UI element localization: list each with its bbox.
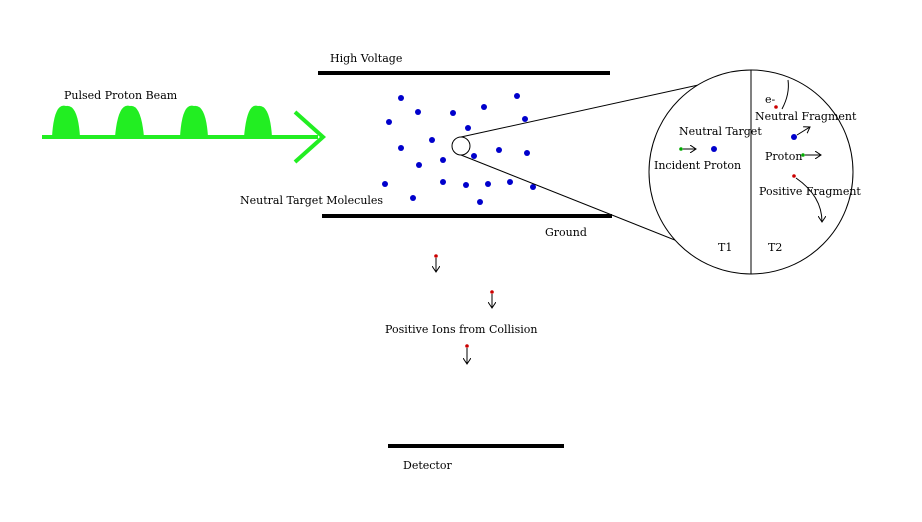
neutral-fragment-dot (791, 134, 797, 140)
inset-neutral-target-label: Neutral Target (679, 125, 762, 138)
molecule (524, 150, 530, 156)
high-voltage-label: High Voltage (330, 52, 402, 65)
inset-neutral-fragment-label: Neutral Fragment (755, 110, 857, 123)
molecule (398, 145, 404, 151)
inset-neutral-target-molecule (711, 146, 717, 152)
electron-path (781, 79, 789, 110)
molecule (450, 110, 456, 116)
molecule (398, 95, 404, 101)
neutral-target-molecules-label: Neutral Target Molecules (240, 194, 383, 207)
molecule (440, 179, 446, 185)
beam-pulse-4 (244, 105, 272, 137)
ion-dot-2 (490, 290, 494, 294)
molecule (507, 179, 513, 185)
molecule (382, 181, 388, 187)
beam-pulse-2 (115, 105, 144, 137)
proton-beam (42, 105, 327, 164)
molecule (471, 153, 477, 159)
molecule (386, 119, 392, 125)
positive-fragment-dot (792, 174, 796, 178)
t1-label: T1 (718, 241, 732, 254)
positive-fragment-path (795, 177, 822, 222)
molecule (415, 109, 421, 115)
beam-pulse-1 (52, 105, 80, 137)
molecule (496, 147, 502, 153)
molecule (522, 116, 528, 122)
molecule (477, 199, 483, 205)
incident-proton-dot (679, 147, 683, 151)
positive-ions (434, 254, 494, 364)
molecule (530, 184, 536, 190)
molecule (481, 104, 487, 110)
ion-dot-3 (465, 344, 469, 348)
molecule (410, 195, 416, 201)
inset-positive-fragment-label: Positive Fragment (759, 185, 861, 198)
molecule (440, 157, 446, 163)
inset-electron-label: e- (765, 93, 776, 106)
beam-pulse-3 (180, 105, 208, 137)
collision-inset: Neutral Target Incident Proton T1 e- Neu… (648, 69, 861, 275)
molecule (416, 162, 422, 168)
ion-dot-1 (434, 254, 438, 258)
molecule (429, 137, 435, 143)
electron-dot (774, 105, 778, 109)
molecule (514, 93, 520, 99)
pulsed-proton-beam-label: Pulsed Proton Beam (64, 89, 178, 102)
detector-label: Detector (403, 459, 452, 472)
inset-incident-proton-label: Incident Proton (654, 159, 741, 172)
positive-ions-label: Positive Ions from Collision (385, 323, 537, 336)
molecule (485, 181, 491, 187)
beam-arrowhead (293, 110, 327, 164)
molecule (465, 125, 471, 131)
inset-proton-label: Proton (765, 150, 802, 163)
zoom-source-circle (451, 136, 471, 156)
t2-label: T2 (768, 241, 782, 254)
scattered-proton-dot (801, 153, 805, 157)
target-molecules (382, 93, 536, 205)
molecule (463, 182, 469, 188)
neutral-fragment-arrow (796, 127, 810, 136)
ground-label: Ground (545, 226, 587, 239)
